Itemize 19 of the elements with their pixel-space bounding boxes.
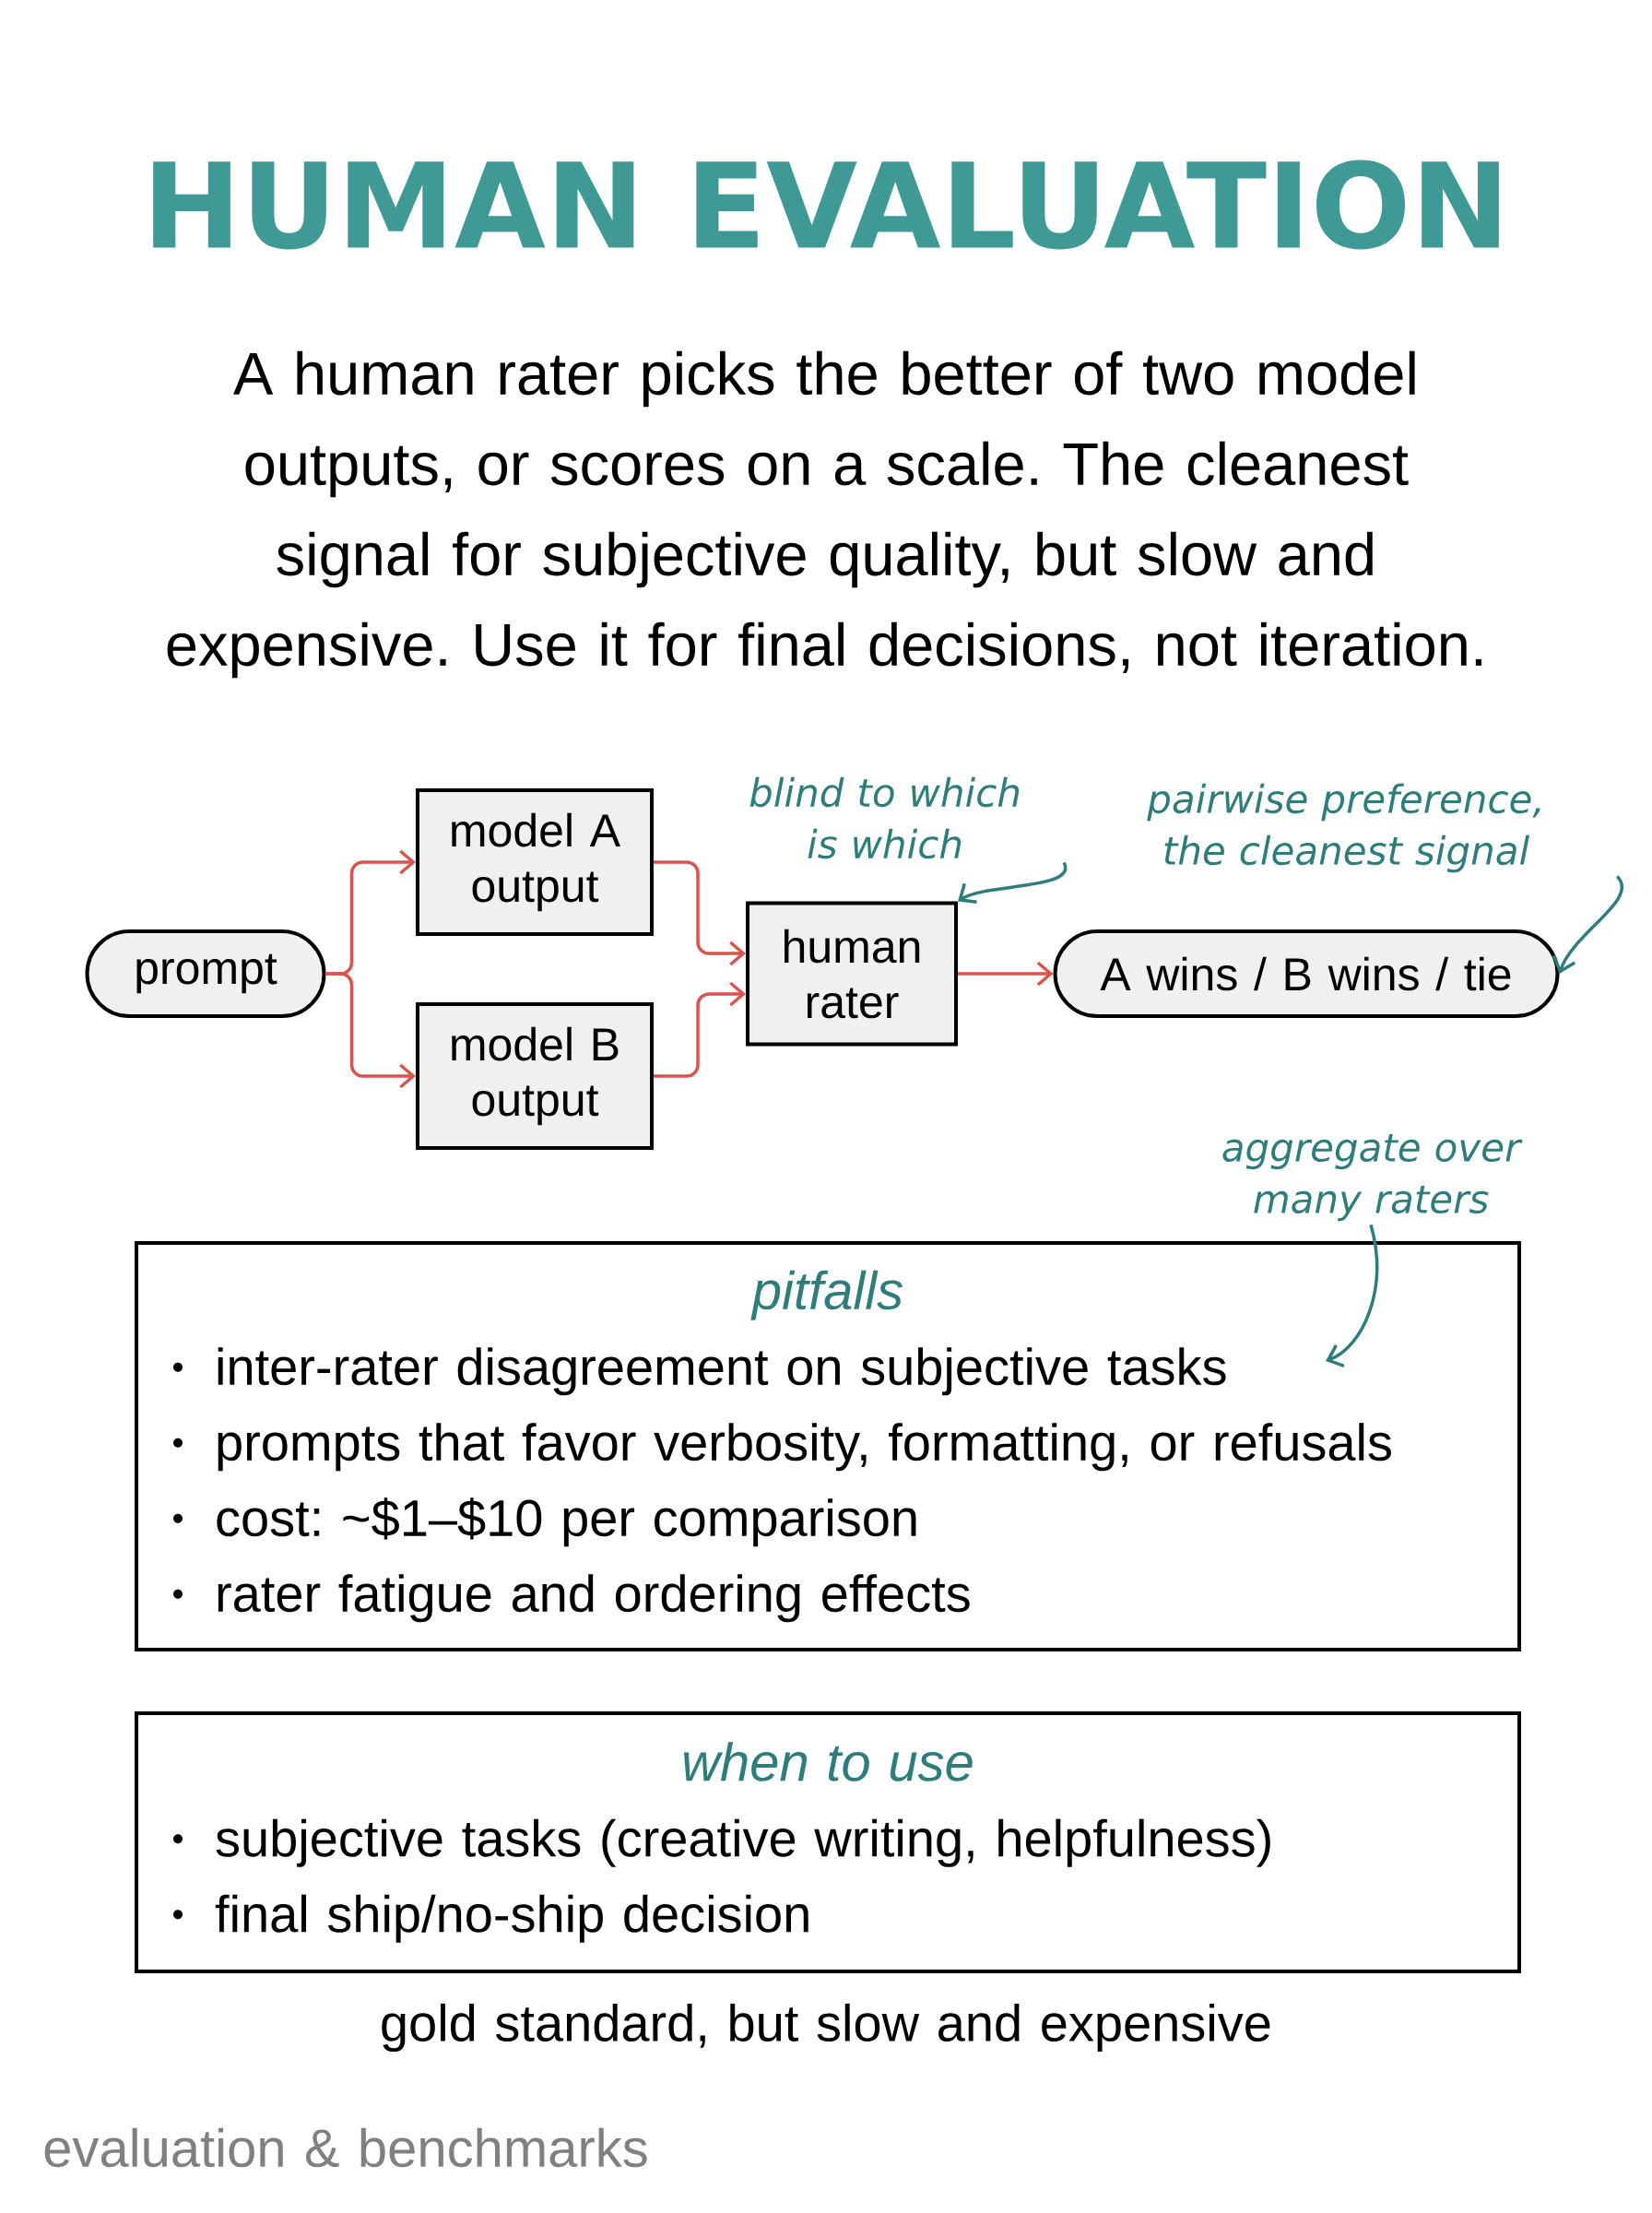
annotation: blind to which is which [749,776,1020,859]
title: HUMAN EVALUATION [153,160,1499,250]
info-panel: when to use subjective tasks (creative writing, helpfulness) final ship/no-ship decision [135,1711,1521,1973]
annotation: pairwise preference, the cleanest signal [1147,783,1540,873]
arrow [1326,1224,1379,1368]
rounded-box: A wins / B wins / tie [1053,929,1560,1018]
arrow [654,860,746,966]
info-panel: pitfalls inter-rater disagreement on subjective tasks prompts that favor verbosity, formatting, or refusals cost: ~$1–$10 per comparison rater fatigue and ordering effects [135,1241,1521,1651]
process-box: human rater [746,901,958,1047]
rounded-box: prompt [85,929,326,1018]
process-box: model A output [416,788,654,936]
footer-text: evaluation & benchmarks [44,2127,647,2168]
process-box: model B output [416,1002,654,1150]
annotation: aggregate over many raters [1222,1133,1523,1222]
intro-paragraph: A human rater picks the better of two model outputs, or scores on a scale. The cleanest signal for subjective quality, but slow and expensive. Use it for final decisions, not iteration. [167,350,1481,679]
arrow [958,961,1054,987]
arrow [325,972,416,1089]
arrow [1552,875,1624,974]
arrow [654,981,746,1078]
